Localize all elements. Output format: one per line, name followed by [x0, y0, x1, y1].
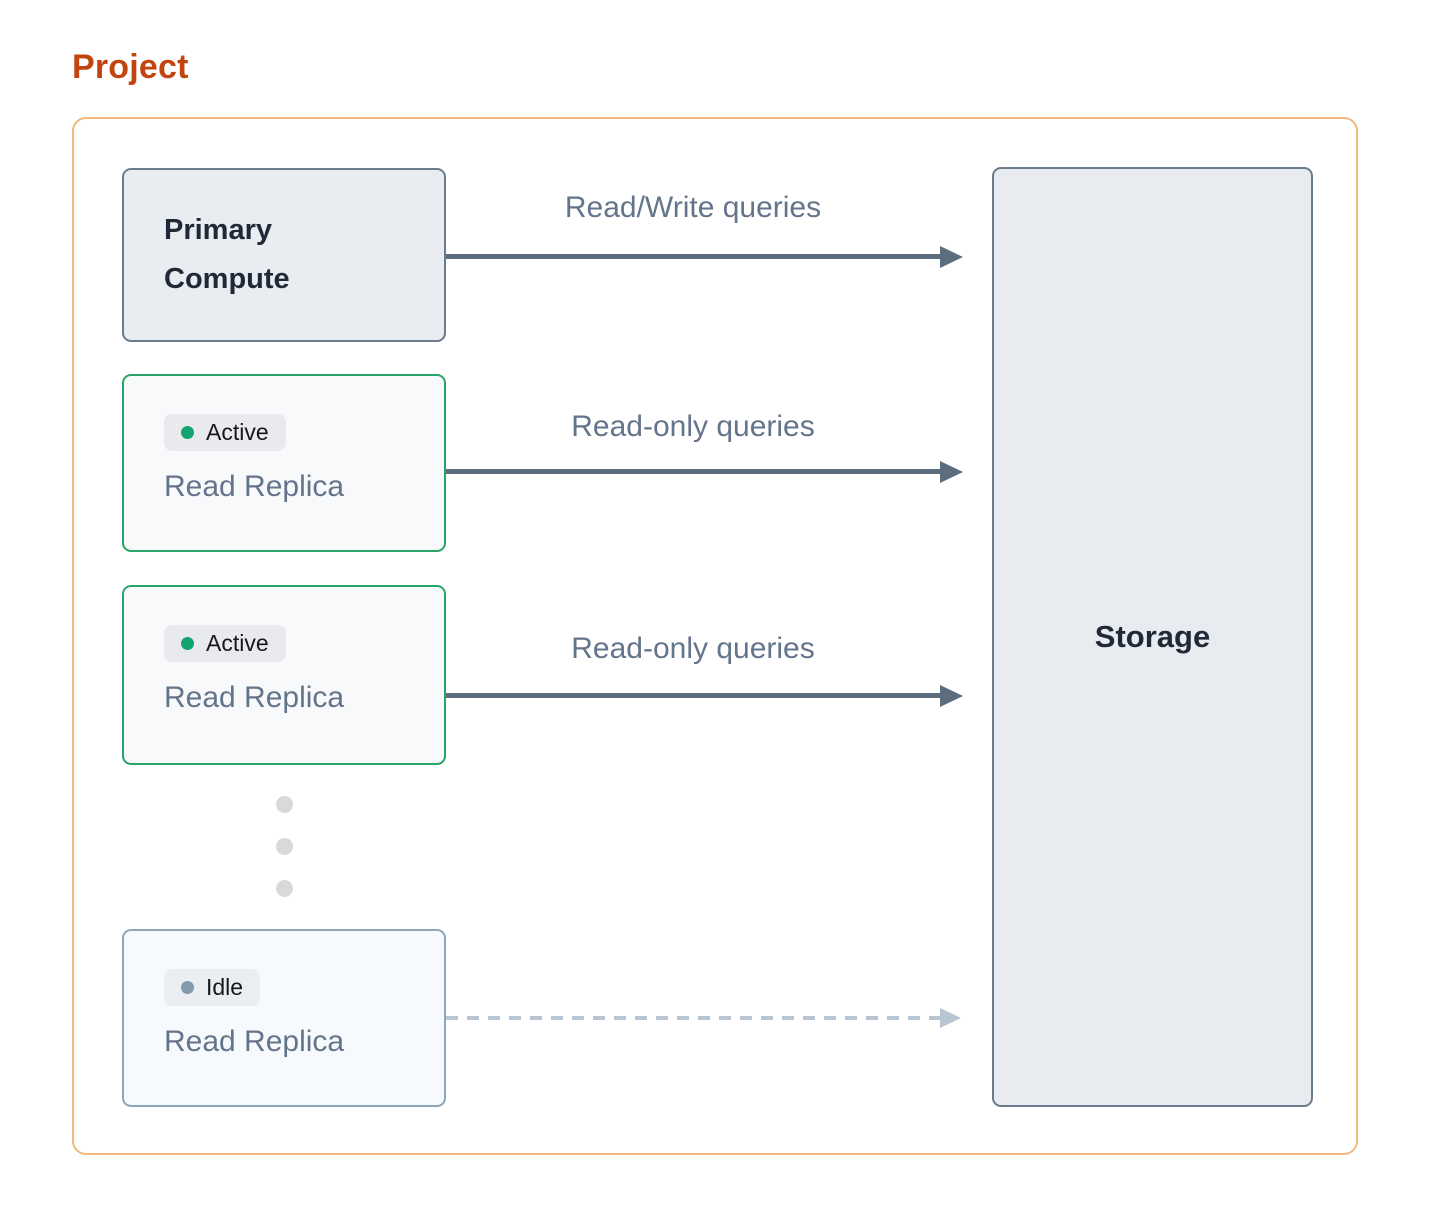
replica-label: Read Replica [164, 470, 345, 503]
status-badge-idle: Idle [164, 969, 261, 1006]
edge-label-read-only-2: Read-only queries [571, 632, 815, 665]
arrowhead-icon [940, 246, 963, 268]
edge-line-idle-to-storage-dashed [446, 1016, 940, 1020]
active-dot-icon [181, 637, 194, 650]
ellipsis-dot-icon [276, 838, 293, 855]
node-primary-compute: Primary Compute [122, 168, 446, 342]
project-container: Primary Compute Read/Write queries Activ… [72, 117, 1358, 1155]
status-badge-label: Idle [206, 974, 244, 1000]
edge-line-primary-to-storage [446, 254, 940, 259]
storage-label: Storage [1094, 619, 1211, 654]
arrowhead-icon [940, 685, 963, 707]
arrowhead-icon [940, 461, 963, 483]
ellipsis-dot-icon [276, 880, 293, 897]
replica-label: Read Replica [164, 1025, 345, 1058]
edge-label-read-only-1: Read-only queries [571, 410, 815, 443]
ellipsis-dot-icon [276, 796, 293, 813]
status-badge-active: Active [164, 414, 286, 451]
node-read-replica-1: Active Read Replica [122, 374, 446, 552]
idle-dot-icon [181, 981, 194, 994]
node-read-replica-2: Active Read Replica [122, 585, 446, 765]
edge-line-replica2-to-storage [446, 693, 940, 698]
arrowhead-icon [940, 1008, 961, 1028]
edge-line-replica1-to-storage [446, 469, 940, 474]
replica-label: Read Replica [164, 681, 345, 714]
active-dot-icon [181, 426, 194, 439]
primary-compute-label: Primary Compute [164, 214, 290, 295]
node-read-replica-idle: Idle Read Replica [122, 929, 446, 1107]
status-badge-active: Active [164, 625, 286, 662]
status-badge-label: Active [206, 630, 269, 656]
page-title: Project [72, 48, 189, 86]
node-storage: Storage [992, 167, 1313, 1107]
status-badge-label: Active [206, 419, 269, 445]
edge-label-read-write: Read/Write queries [564, 191, 822, 224]
